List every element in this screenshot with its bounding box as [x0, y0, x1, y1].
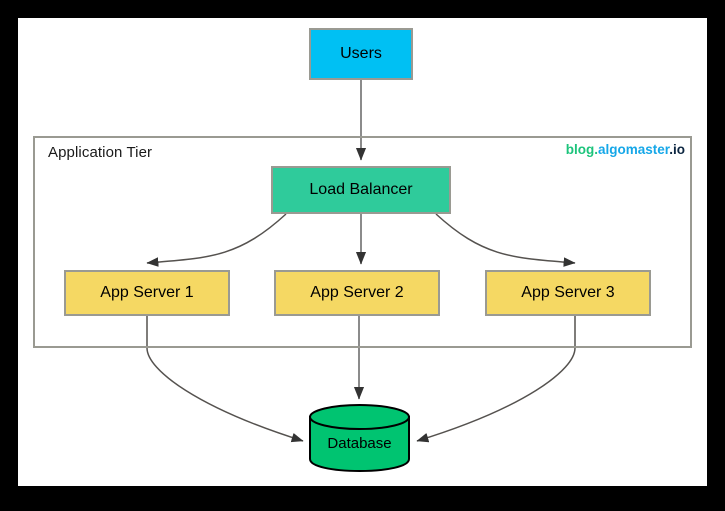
node-database[interactable]: Database — [308, 403, 411, 473]
edge-app-server-3-to-database — [416, 316, 576, 443]
edge-lb-to-app-server-3 — [435, 213, 576, 267]
edge-app-server-1-to-database — [146, 316, 304, 443]
watermark: blog.algomaster.io — [566, 142, 685, 157]
node-app-server-1[interactable]: App Server 1 — [64, 270, 230, 316]
watermark-algomaster: algomaster — [597, 142, 670, 157]
watermark-blog: blog. — [565, 142, 598, 157]
application-tier-label: Application Tier — [48, 144, 153, 161]
node-app-server-2[interactable]: App Server 2 — [274, 270, 440, 316]
edge-lb-to-app-server-1 — [146, 213, 287, 267]
database-cylinder-icon — [309, 404, 410, 473]
node-load-balancer[interactable]: Load Balancer — [271, 166, 451, 214]
connector-layer — [146, 80, 576, 443]
node-app-server-3[interactable]: App Server 3 — [485, 270, 651, 316]
watermark-tld: .io — [669, 142, 685, 157]
diagram-canvas: Application Tier blog.algomaster.io User… — [18, 18, 707, 486]
node-users[interactable]: Users — [309, 28, 413, 80]
application-tier-container — [33, 136, 692, 348]
